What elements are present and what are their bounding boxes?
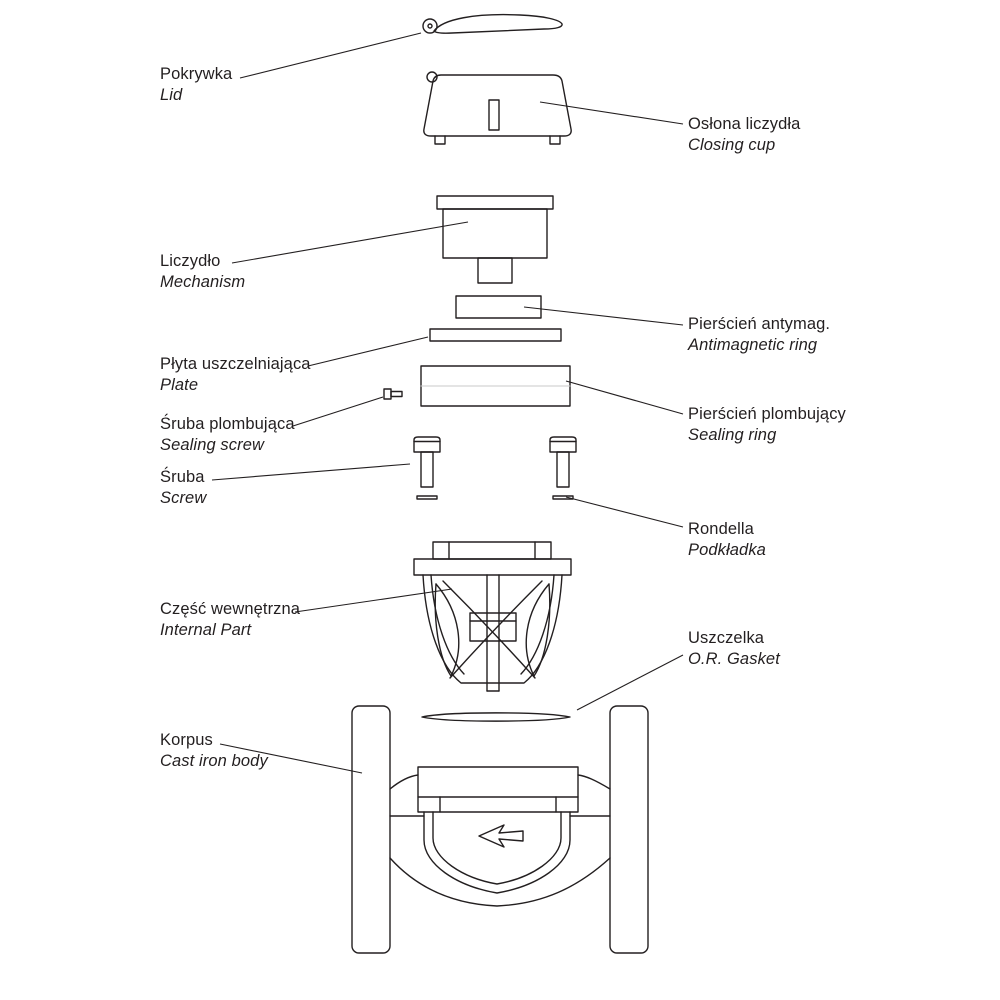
leader-pokrywka xyxy=(239,32,422,79)
label-liczydlo: Liczydło Mechanism xyxy=(160,251,245,293)
label-pierscien-plombujacy: Pierścień plombujący Sealing ring xyxy=(688,404,846,446)
leader-czesc-wewnetrzna xyxy=(294,588,453,613)
label-line-pl: Pierścień plombujący xyxy=(688,405,846,423)
label-line-en: Mechanism xyxy=(160,273,246,291)
part-closing-cup xyxy=(423,71,572,145)
label-line-en: Screw xyxy=(160,489,207,507)
part-sealing-screw xyxy=(383,388,403,400)
label-line-en: Plate xyxy=(160,376,199,394)
part-internal-part xyxy=(413,541,572,692)
label-line-pl: Płyta uszczelniająca xyxy=(160,355,311,373)
label-oslona-liczydla: Osłona liczydła Closing cup xyxy=(688,114,800,156)
label-line-en: Sealing screw xyxy=(160,436,265,454)
leader-lines xyxy=(211,32,684,774)
label-line-en: O.R. Gasket xyxy=(688,650,780,668)
label-plyta: Płyta uszczelniająca Plate xyxy=(160,354,311,396)
part-body xyxy=(351,705,649,954)
leader-uszczelka xyxy=(576,654,684,711)
label-line-pl: Korpus xyxy=(160,731,213,749)
part-mechanism xyxy=(436,195,554,284)
parts-group xyxy=(351,13,649,954)
leader-liczydlo xyxy=(231,221,469,264)
part-lid xyxy=(422,13,563,34)
label-line-en: Sealing ring xyxy=(688,426,777,444)
label-rondella: Rondella Podkładka xyxy=(688,519,766,561)
label-line-pl: Śruba plombująca xyxy=(160,415,295,433)
leader-pierscien-antymag xyxy=(523,306,684,326)
label-line-en: Podkładka xyxy=(688,541,766,559)
leader-sruba-plombujaca xyxy=(292,396,384,427)
part-screw-right xyxy=(549,436,577,488)
part-antimagnetic-ring xyxy=(455,295,542,319)
part-washer-right xyxy=(552,495,574,500)
part-washer-left xyxy=(416,495,438,500)
label-sruba-plombujaca: Śruba plombująca Sealing screw xyxy=(160,414,295,456)
part-gasket xyxy=(421,712,571,722)
leader-sruba xyxy=(211,463,411,481)
label-pierscien-antymag: Pierścień antymag. Antimagnetic ring xyxy=(688,314,830,356)
label-line-pl: Śruba xyxy=(160,468,205,486)
leader-oslona-liczydla xyxy=(539,101,684,125)
label-line-pl: Liczydło xyxy=(160,252,221,270)
part-sealing-ring xyxy=(420,365,571,407)
label-line-pl: Pokrywka xyxy=(160,65,233,83)
label-line-pl: Uszczelka xyxy=(688,629,765,647)
label-line-en: Closing cup xyxy=(688,136,776,154)
label-line-pl: Rondella xyxy=(688,520,754,538)
label-line-en: Internal Part xyxy=(160,621,252,639)
label-line-en: Cast iron body xyxy=(160,752,268,770)
leader-pierscien-plombujacy xyxy=(565,380,684,415)
part-screw-left xyxy=(413,436,441,488)
leader-rondella xyxy=(565,496,684,528)
label-line-pl: Pierścień antymag. xyxy=(688,315,831,333)
label-uszczelka: Uszczelka O.R. Gasket xyxy=(688,628,780,670)
leader-plyta xyxy=(307,336,429,367)
flow-arrow-icon xyxy=(478,824,524,848)
label-korpus: Korpus Cast iron body xyxy=(160,730,268,772)
label-czesc-wewnetrzna: Część wewnętrzna Internal Part xyxy=(160,599,300,641)
label-sruba: Śruba Screw xyxy=(160,467,206,509)
label-line-pl: Część wewnętrzna xyxy=(160,600,301,618)
label-line-pl: Osłona liczydła xyxy=(688,115,801,133)
label-line-en: Lid xyxy=(160,86,183,104)
part-plate xyxy=(429,328,562,342)
label-line-en: Antimagnetic ring xyxy=(688,336,818,354)
label-pokrywka: Pokrywka Lid xyxy=(160,64,232,106)
leader-korpus xyxy=(219,743,363,774)
